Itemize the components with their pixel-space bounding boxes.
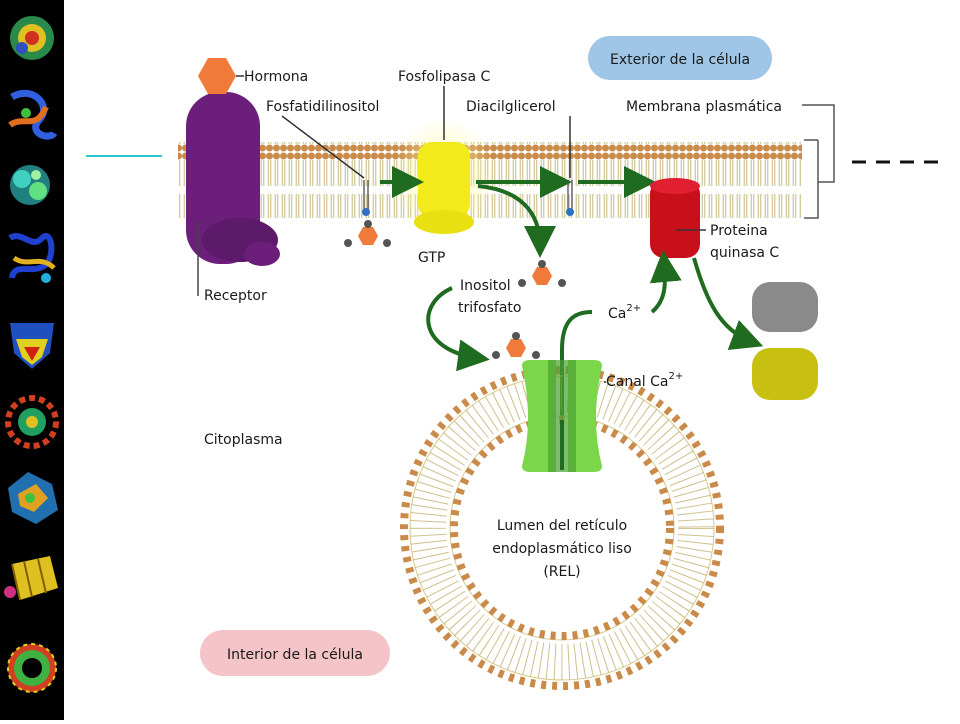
arrow-ip3-to-channel [426, 286, 490, 372]
ip3-molecule-1 [344, 220, 391, 247]
calcium-channel [522, 360, 602, 472]
exterior-label: Exterior de la célula [610, 52, 750, 68]
proteina-label-2: quinasa C [710, 245, 779, 261]
receptor [186, 92, 280, 266]
arrow-ca-to-pkc [649, 250, 682, 314]
protein-barrel-icon [4, 556, 58, 601]
diacilglicerol-label: Diacilglicerol [466, 99, 556, 115]
inositol-label-2: trifosfato [458, 300, 522, 316]
exterior-pill [588, 36, 772, 80]
target-protein-yellow [752, 348, 818, 400]
protein-structure-icon [10, 16, 54, 60]
sidebar-thumbnails [0, 0, 64, 720]
proteina-label-1: Proteina [710, 223, 768, 239]
arrow-pkc-to-targets [692, 257, 764, 350]
fosfolipasa-c [414, 142, 474, 234]
ip3-molecule-3 [492, 332, 540, 359]
lumen-label-2: endoplasmático liso [492, 541, 632, 557]
lipid-molecule-1 [362, 180, 370, 216]
ca-label: Ca2+ [608, 303, 641, 322]
protein-complex-icon [5, 395, 59, 449]
protein-cluster-icon [10, 165, 50, 205]
hormone-hexagon [198, 58, 236, 94]
citoplasma-label: Citoplasma [204, 432, 283, 448]
fosfolipasa-label: Fosfolipasa C [398, 69, 490, 85]
arrow-ca-release [560, 310, 593, 470]
target-protein-gray [752, 282, 818, 332]
thumbnail-strip [4, 16, 59, 693]
protein-helix-icon [8, 233, 56, 283]
receptor-label: Receptor [204, 288, 267, 304]
interior-pill [200, 630, 390, 676]
interior-label: Interior de la célula [227, 647, 363, 663]
ip3-molecule-2 [518, 260, 566, 287]
arrow-plc-to-ip3 [477, 184, 556, 258]
protein-ring-icon [7, 643, 57, 693]
protein-assembly-icon [8, 472, 58, 524]
protein-surface-icon [10, 323, 54, 369]
canal-label: Canal Ca2+ [606, 371, 683, 390]
fosfatidilinositol-label: Fosfatidilinositol [266, 99, 379, 115]
lumen-label-1: Lumen del retículo [497, 518, 627, 534]
lumen-label-3: (REL) [543, 564, 580, 580]
hormona-label: Hormona [244, 69, 308, 85]
inositol-label-1: Inositol [460, 278, 511, 294]
proteina-quinasa-c [650, 178, 700, 258]
protein-ribbon-icon [8, 89, 58, 140]
membrana-label: Membrana plasmática [626, 99, 782, 115]
gtp-label: GTP [418, 250, 445, 266]
membrane-bracket [802, 104, 835, 219]
